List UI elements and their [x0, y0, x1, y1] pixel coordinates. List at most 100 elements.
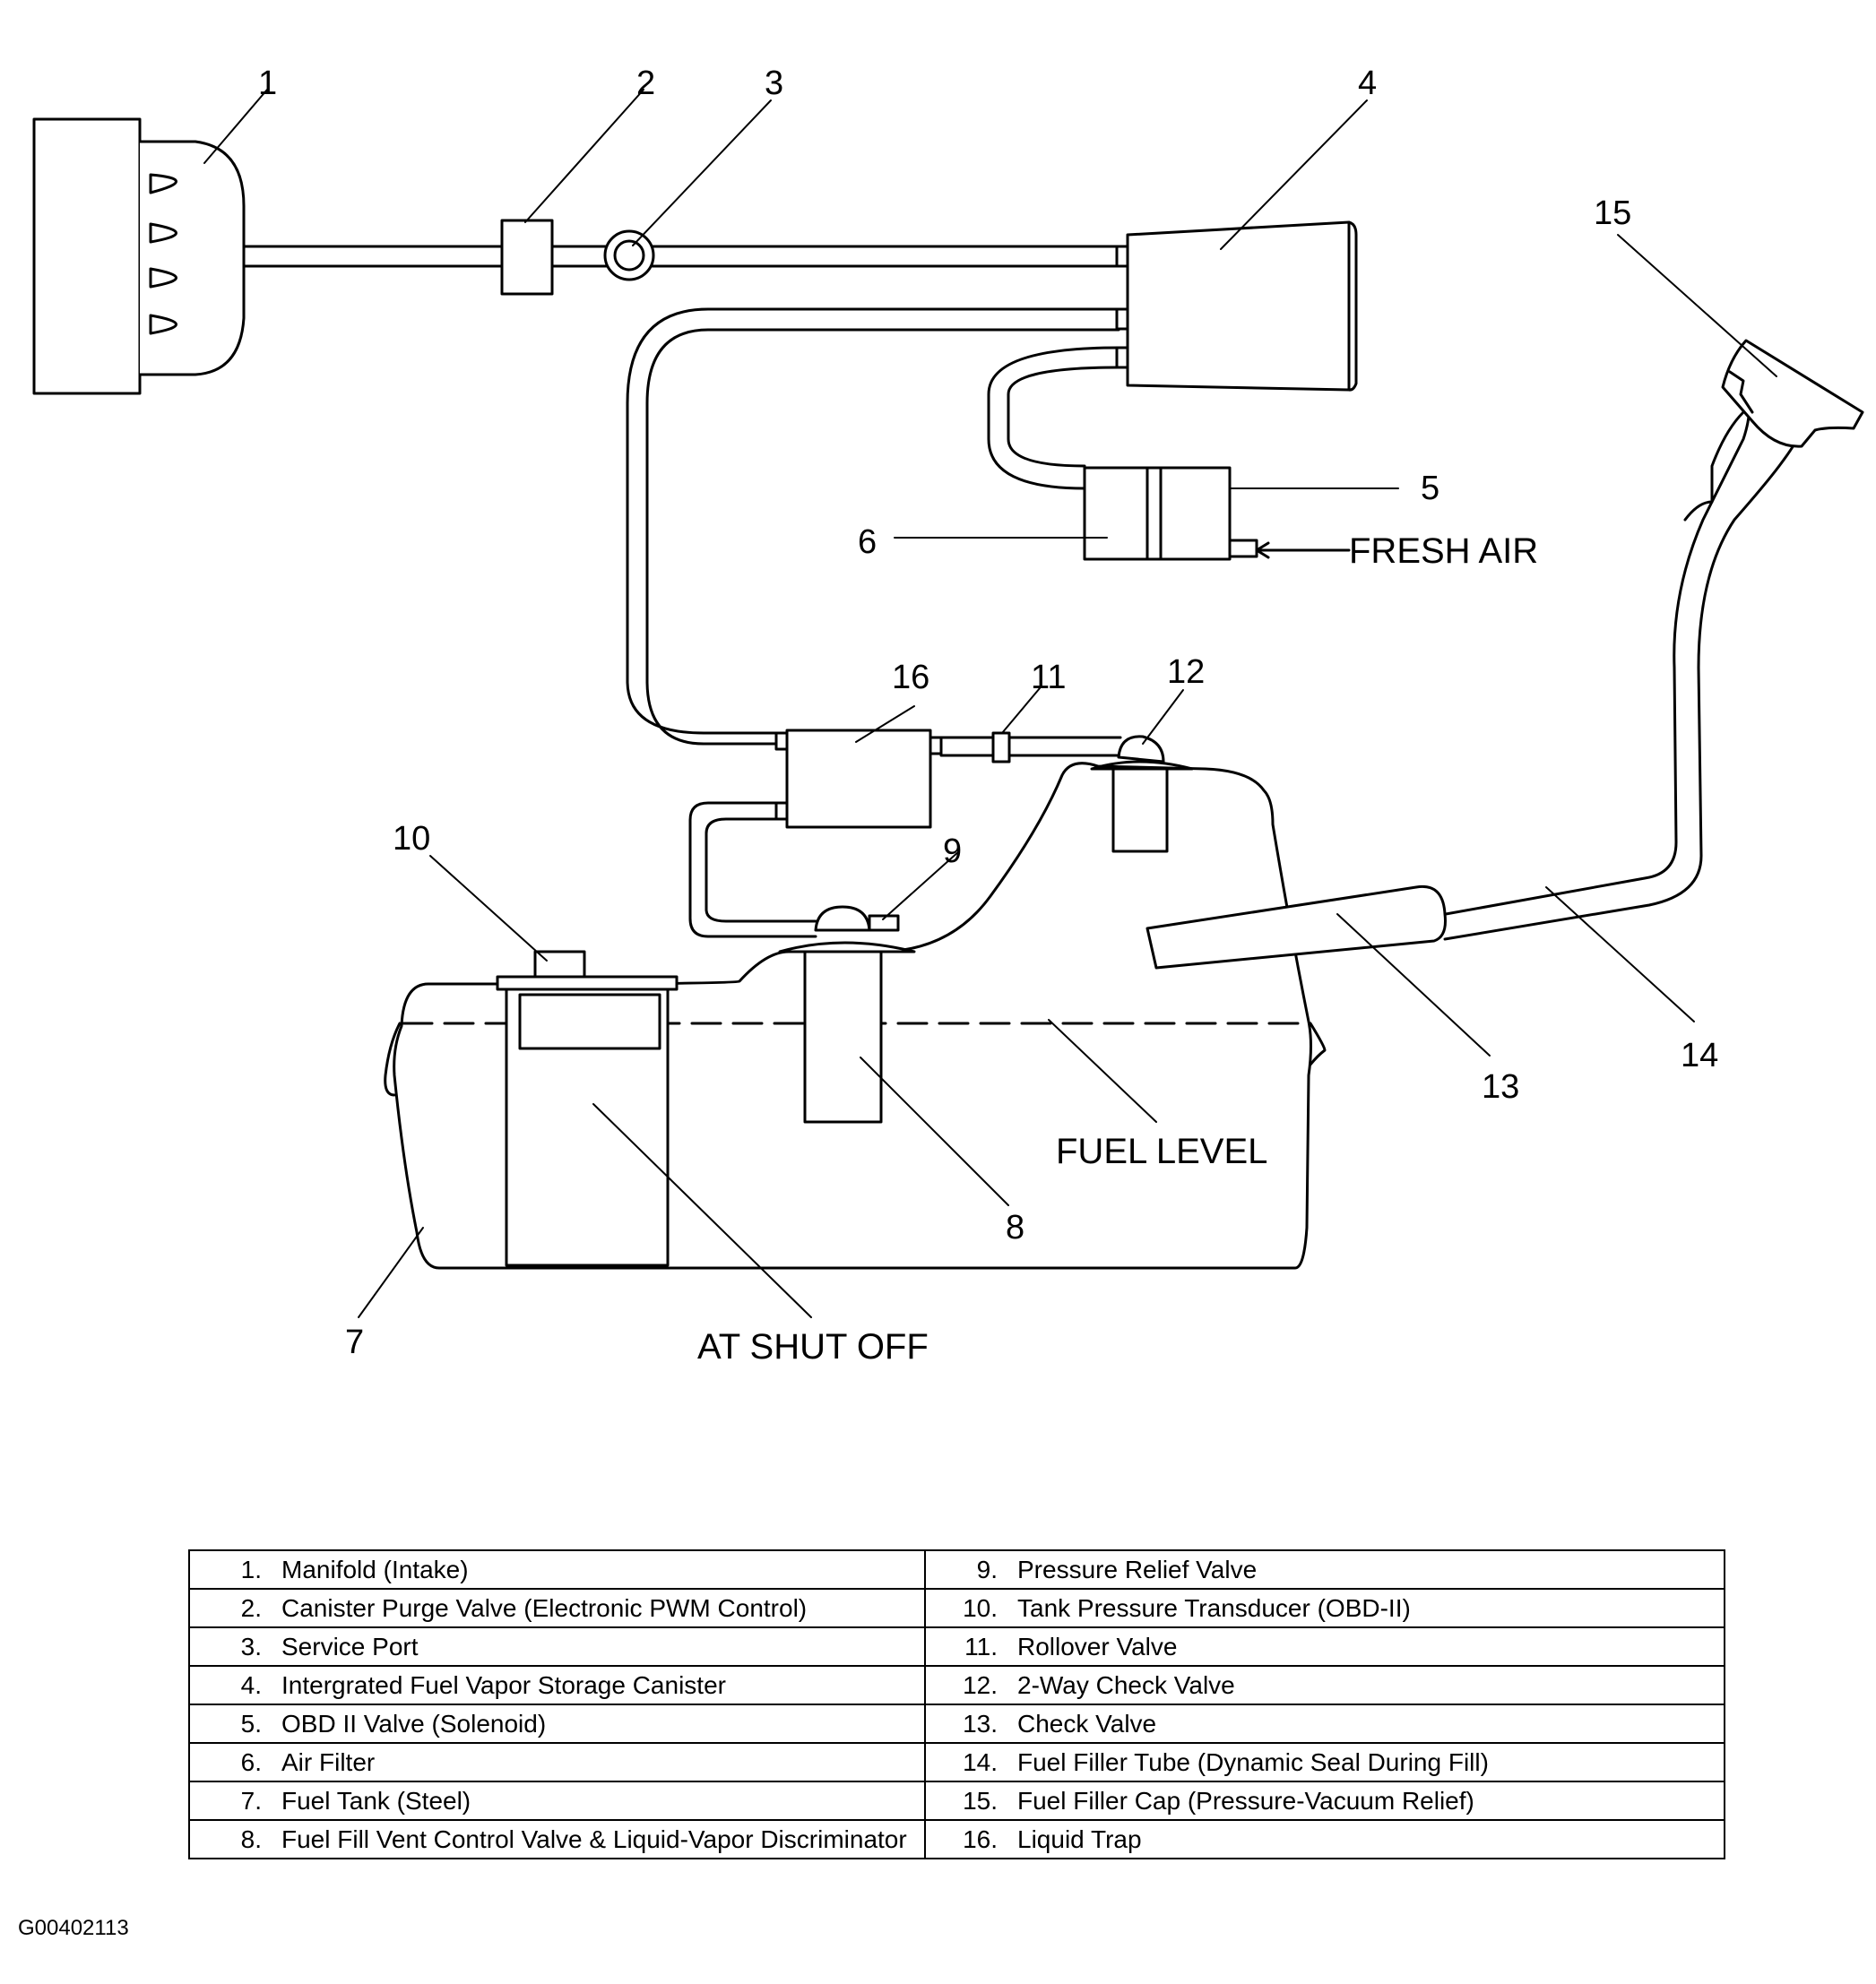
legend-number: 15.	[963, 1786, 998, 1815]
two-way-check-valve	[1090, 735, 1194, 853]
legend-row: 1. Manifold (Intake) 9. Pressure Relief Va…	[188, 1549, 1725, 1590]
liquid-trap	[774, 729, 943, 829]
callout-16: 16	[892, 659, 929, 696]
legend-number: 4.	[240, 1670, 262, 1699]
rollover-valve	[991, 731, 1011, 763]
callout-7: 7	[345, 1324, 364, 1361]
legend-table: 1. Manifold (Intake) 9. Pressure Relief Va…	[188, 1549, 1725, 1859]
captions: FRESH AIR FUEL LEVEL AT SHUT OFF	[697, 531, 1538, 1367]
callout-2: 2	[636, 65, 655, 102]
callout-6: 6	[858, 523, 877, 561]
caption-fresh-air: FRESH AIR	[1349, 531, 1538, 571]
figure-id: G00402113	[18, 1916, 129, 1940]
legend-number: 16.	[963, 1824, 998, 1853]
legend-cell: 8. Fuel Fill Vent Control Valve & Liquid-…	[188, 1819, 926, 1859]
callout-14: 14	[1681, 1037, 1718, 1074]
callout-4: 4	[1358, 65, 1377, 102]
fresh-air-arrow	[1255, 541, 1351, 559]
legend-row: 2.Canister Purge Valve (Electronic PWM C…	[188, 1588, 1725, 1628]
legend-label: Pressure Relief Valve	[1017, 1555, 1258, 1583]
fill-vent-control-valve	[803, 950, 883, 1124]
callout-15: 15	[1594, 194, 1631, 232]
fuel-sender-module	[505, 988, 670, 1267]
legend-label: Fuel Filler Tube (Dynamic Seal During Fi…	[1017, 1747, 1489, 1776]
legend-number: 3.	[240, 1632, 262, 1661]
legend-row: 4. Intergrated Fuel Vapor Storage Caniste…	[188, 1665, 1725, 1705]
legend-cell: 13. Check Valve	[924, 1704, 1725, 1744]
callout-8: 8	[1006, 1209, 1024, 1246]
legend-cell: 7. Fuel Tank (Steel)	[188, 1781, 926, 1821]
intake-manifold	[32, 117, 246, 395]
legend-cell: 4. Intergrated Fuel Vapor Storage Caniste…	[188, 1665, 926, 1705]
callout-10: 10	[393, 820, 430, 858]
legend-label: Air Filter	[281, 1747, 376, 1776]
legend-cell: 16. Liquid Trap	[924, 1819, 1725, 1859]
pressure-relief-valve	[778, 905, 916, 953]
callout-12: 12	[1167, 653, 1205, 691]
tank-bracket-left	[384, 1022, 402, 1097]
legend-row: 7. Fuel Tank (Steel) 15. Fuel Filler Cap (…	[188, 1781, 1725, 1821]
legend-number: 14.	[963, 1747, 998, 1776]
legend-label: OBD II Valve (Solenoid)	[281, 1709, 547, 1738]
service-port	[603, 229, 655, 281]
legend-number: 1.	[240, 1555, 262, 1583]
callout-5: 5	[1421, 470, 1439, 507]
caption-fuel-level: FUEL LEVEL	[1056, 1132, 1267, 1171]
legend-number: 6.	[240, 1747, 262, 1776]
legend-label: 2-Way Check Valve	[1017, 1670, 1235, 1699]
vent-line-trap-to-relief-valve	[688, 801, 817, 938]
vapor-storage-canister	[1115, 220, 1358, 392]
callout-13: 13	[1482, 1068, 1519, 1106]
legend-row: 6. Air Filter 14. Fuel Filler Tube (Dynami…	[188, 1742, 1725, 1782]
legend-cell: 2.Canister Purge Valve (Electronic PWM C…	[188, 1588, 926, 1628]
evap-system-diagram: 1 2 3 4 5 6 7 8 9 10 11 12 13 14 15 16 F…	[32, 65, 1864, 1367]
leader-lines	[203, 89, 1777, 1318]
caption-at-shut-off: AT SHUT OFF	[697, 1327, 929, 1367]
check-valve	[1145, 884, 1447, 970]
legend-label: Manifold (Intake)	[281, 1555, 469, 1583]
legend-number: 9.	[976, 1555, 998, 1583]
legend-row: 3.Service Port 11.Rollover Valve	[188, 1626, 1725, 1667]
legend-number: 7.	[240, 1786, 262, 1815]
callout-3: 3	[765, 65, 783, 102]
fuel-filler-cap	[1721, 339, 1864, 448]
fuel-filler-tube	[1434, 392, 1799, 941]
callout-1: 1	[258, 65, 277, 102]
legend-cell: 10. Tank Pressure Transducer (OBD-II)	[924, 1588, 1725, 1628]
legend-number: 10.	[963, 1593, 998, 1622]
tank-bracket-right	[1309, 1022, 1327, 1066]
callout-11: 11	[1031, 659, 1066, 696]
legend-number: 5.	[240, 1709, 262, 1738]
tank-pressure-transducer	[496, 950, 679, 991]
legend-label: Check Valve	[1017, 1709, 1157, 1738]
legend-cell: 11.Rollover Valve	[924, 1626, 1725, 1667]
legend-cell: 14. Fuel Filler Tube (Dynamic Seal During…	[924, 1742, 1725, 1782]
legend-cell: 15. Fuel Filler Cap (Pressure-Vacuum Reli…	[924, 1781, 1725, 1821]
legend-label: Rollover Valve	[1017, 1632, 1178, 1661]
legend-row: 5. OBD II Valve (Solenoid) 13. Check Valve	[188, 1704, 1725, 1744]
legend-label: Fuel Fill Vent Control Valve & Liquid-Va…	[281, 1824, 907, 1853]
callout-9: 9	[943, 832, 962, 870]
purge-line	[242, 245, 1120, 268]
legend-label: Fuel Tank (Steel)	[281, 1786, 471, 1815]
legend-cell: 9. Pressure Relief Valve	[924, 1549, 1725, 1590]
legend-cell: 6. Air Filter	[188, 1742, 926, 1782]
callout-numbers: 1 2 3 4 5 6 7 8 9 10 11 12 13 14 15 16	[258, 65, 1718, 1361]
legend-label: Intergrated Fuel Vapor Storage Canister	[281, 1670, 726, 1699]
legend-label: Fuel Filler Cap (Pressure-Vacuum Relief)	[1017, 1786, 1474, 1815]
legend-cell: 5. OBD II Valve (Solenoid)	[188, 1704, 926, 1744]
legend-number: 8.	[240, 1824, 262, 1853]
legend-number: 2.	[240, 1593, 262, 1622]
legend-number: 12.	[963, 1670, 998, 1699]
legend-cell: 3.Service Port	[188, 1626, 926, 1667]
legend-label: Liquid Trap	[1017, 1824, 1142, 1853]
vent-line-canister-to-obd-valve	[987, 346, 1120, 490]
legend-number: 13.	[963, 1709, 998, 1738]
legend-row: 8. Fuel Fill Vent Control Valve & Liquid-…	[188, 1819, 1725, 1859]
obd-valve-and-air-filter	[1083, 466, 1258, 561]
vent-line-trap-to-check-valve	[939, 736, 1122, 757]
legend-label: Tank Pressure Transducer (OBD-II)	[1017, 1593, 1411, 1622]
vapor-line-canister-to-trap	[626, 307, 1120, 746]
canister-purge-valve	[500, 219, 554, 296]
legend-cell: 12. 2-Way Check Valve	[924, 1665, 1725, 1705]
